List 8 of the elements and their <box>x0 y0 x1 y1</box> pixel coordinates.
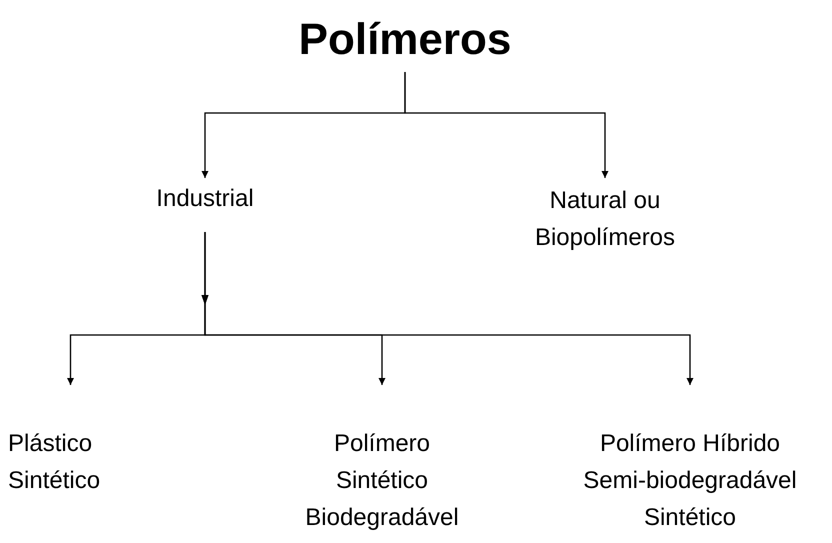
arrow <box>404 72 608 178</box>
node-label: Plástico Sintético <box>8 429 102 496</box>
arrow <box>202 232 694 385</box>
node-label: Polímero Sintético Biodegradável <box>304 429 460 533</box>
diagram-heading: Polímeros <box>298 14 512 66</box>
node-label: Polímero Híbrido Semi-biodegradável Sintético <box>582 429 798 533</box>
node-label: Industrial <box>155 184 255 214</box>
node-label: Natural ou Biopolímeros <box>534 186 676 253</box>
